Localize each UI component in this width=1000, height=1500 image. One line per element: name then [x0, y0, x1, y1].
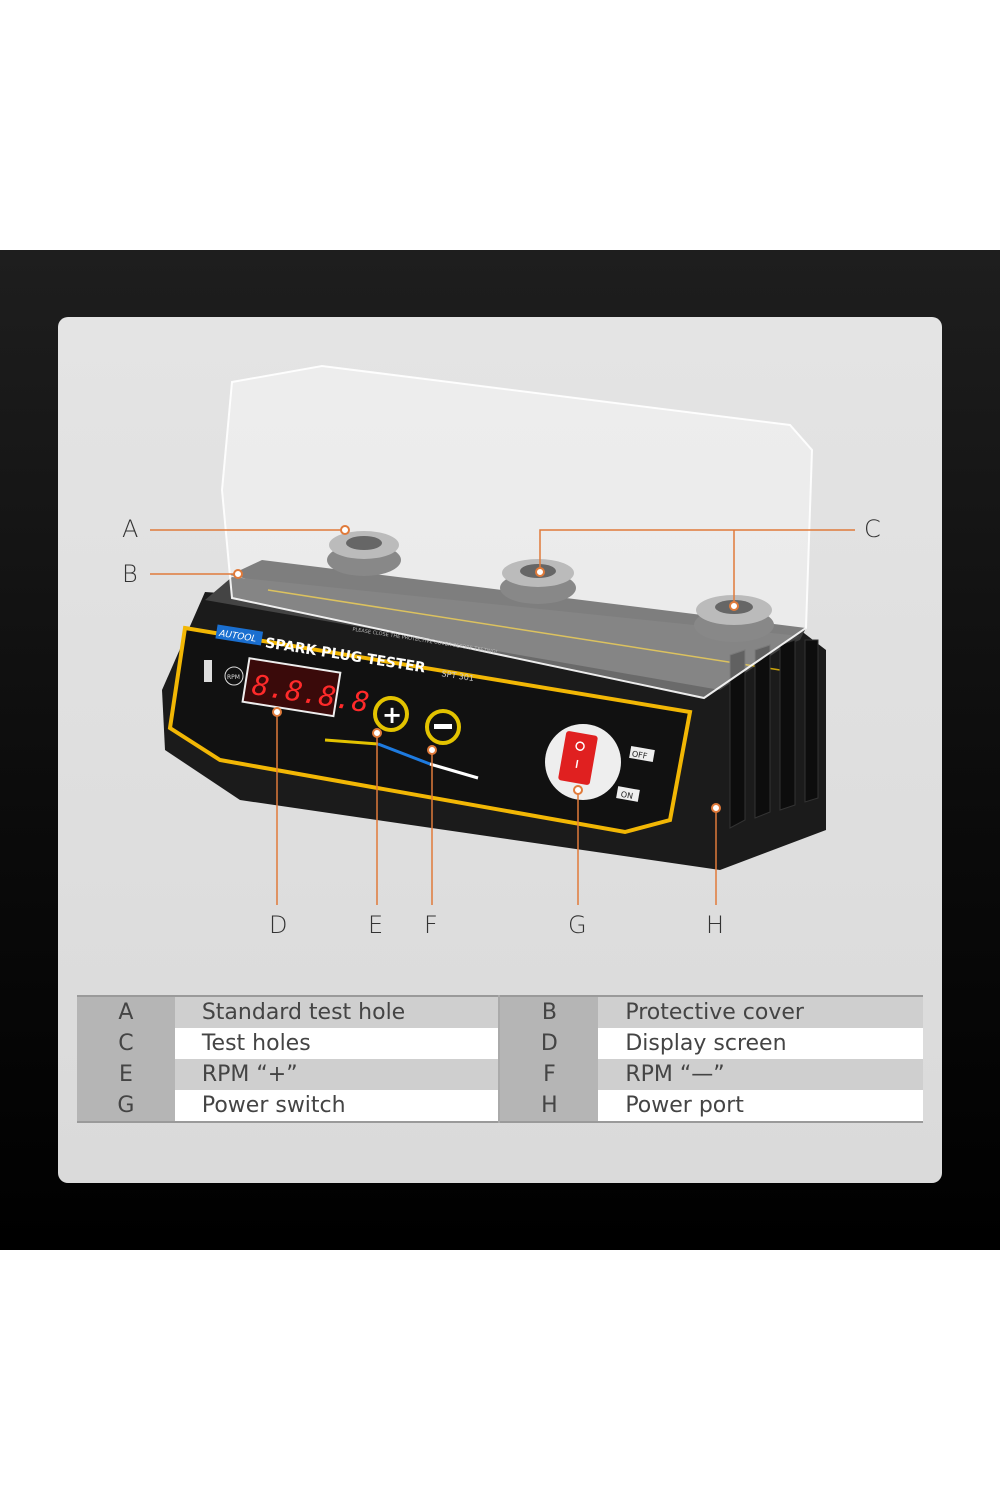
side-vents: [729, 639, 819, 829]
callout-label-c: C: [864, 515, 881, 543]
legend-key: G: [77, 1090, 175, 1122]
table-row: G Power switch H Power port: [77, 1090, 923, 1122]
legend-key: H: [498, 1090, 599, 1122]
legend-key: E: [77, 1059, 175, 1090]
callout-label-b: B: [122, 560, 138, 588]
table-row: E RPM “+” F RPM “—”: [77, 1059, 923, 1090]
legend-key: F: [498, 1059, 599, 1090]
callout-label-f: F: [424, 911, 438, 939]
callout-lines: [150, 529, 855, 905]
test-hole-c2: [694, 595, 774, 642]
legend-desc: Standard test hole: [174, 996, 500, 1028]
legend-desc: RPM “—”: [598, 1059, 923, 1090]
brand-logo: [215, 624, 264, 646]
rpm-minus-button[interactable]: [425, 709, 461, 745]
legend-desc: RPM “+”: [174, 1059, 500, 1090]
protective-cover: [220, 364, 814, 700]
rpm-plus-button[interactable]: +: [373, 696, 409, 732]
legend-desc: Power switch: [174, 1090, 500, 1122]
table-row: A Standard test hole B Protective cover: [77, 996, 923, 1028]
callout-label-h: H: [706, 911, 725, 939]
power-switch[interactable]: [558, 731, 598, 786]
legend-desc: Display screen: [598, 1028, 923, 1059]
svg-text:RPM: RPM: [227, 674, 240, 681]
rpm-badge: [224, 666, 244, 686]
legend-key: B: [498, 996, 599, 1028]
callout-label-a: A: [122, 515, 139, 543]
legend-key: A: [77, 996, 175, 1028]
legend-desc: Power port: [598, 1090, 923, 1122]
legend-key: C: [77, 1028, 175, 1059]
test-hole-a: [327, 531, 401, 576]
table-row: C Test holes D Display screen: [77, 1028, 923, 1059]
svg-text:+: +: [382, 701, 402, 729]
svg-text:ON: ON: [620, 790, 634, 801]
callout-dots: [233, 525, 739, 813]
legend-key: D: [498, 1028, 599, 1059]
callout-label-g: G: [568, 911, 587, 939]
test-hole-c1: [500, 559, 576, 604]
callout-label-e: E: [368, 911, 384, 939]
svg-text:OFF: OFF: [631, 749, 648, 761]
spark-plug-icon: [204, 660, 212, 682]
legend-desc: Test holes: [174, 1028, 500, 1059]
legend-desc: Protective cover: [598, 996, 923, 1028]
legend-table: A Standard test hole B Protective cover …: [77, 995, 923, 1123]
callout-label-d: D: [269, 911, 288, 939]
